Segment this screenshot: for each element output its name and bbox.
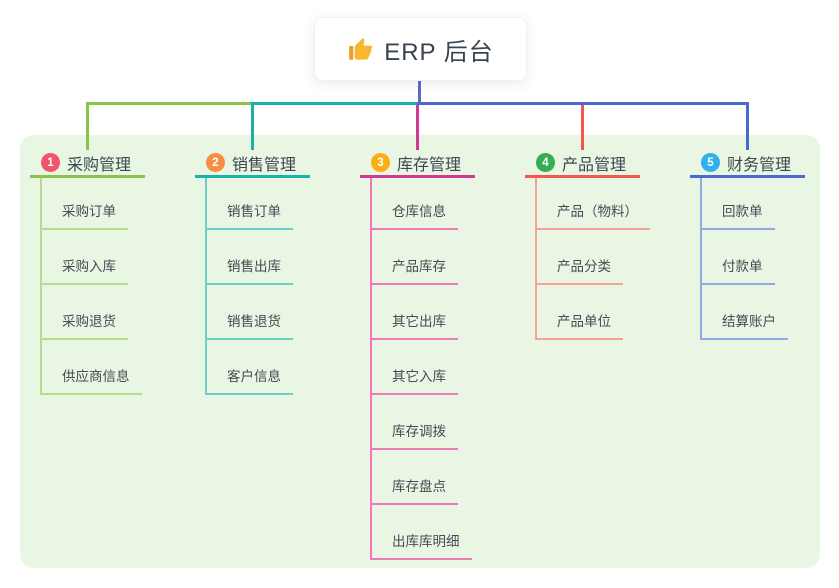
branch-node[interactable]: 4 产品管理 [525,150,640,178]
branch-number-badge: 4 [536,153,555,172]
child-node[interactable]: 供应商信息 [42,365,142,395]
child-node[interactable]: 其它入库 [372,365,458,395]
child-node[interactable]: 采购退货 [42,310,128,340]
child-row: 其它入库 [372,340,472,395]
child-row: 库存调拨 [372,395,472,450]
child-node[interactable]: 库存盘点 [372,475,458,505]
branch-number-badge: 5 [701,153,720,172]
child-node[interactable]: 出库库明细 [372,530,472,560]
child-node[interactable]: 产品（物料） [537,200,650,230]
child-row: 库存盘点 [372,450,472,505]
child-row: 出库库明细 [372,505,472,560]
child-row: 产品库存 [372,230,472,285]
child-node[interactable]: 产品库存 [372,255,458,285]
branch-children: 产品（物料） 产品分类 产品单位 [535,178,650,340]
child-row: 其它出库 [372,285,472,340]
child-row: 销售订单 [207,178,293,230]
branch-label: 采购管理 [67,156,132,174]
branch-node[interactable]: 2 销售管理 [195,150,310,178]
branch-finance: 5 财务管理 回款单 付款单 结算账户 [690,150,805,340]
child-node[interactable]: 库存调拨 [372,420,458,450]
child-row: 付款单 [702,230,788,285]
child-row: 供应商信息 [42,340,142,395]
child-row: 产品分类 [537,230,650,285]
branch-inventory: 3 库存管理 仓库信息 产品库存 其它出库 其它入库 库存调拨 库存盘点 出库库… [360,150,475,560]
branch-product: 4 产品管理 产品（物料） 产品分类 产品单位 [525,150,650,340]
child-node[interactable]: 销售订单 [207,200,293,230]
branch-node[interactable]: 3 库存管理 [360,150,475,178]
branch-children: 回款单 付款单 结算账户 [700,178,788,340]
child-node[interactable]: 销售出库 [207,255,293,285]
branch-number-badge: 1 [41,153,60,172]
branch-label: 库存管理 [397,156,462,174]
branch-label: 财务管理 [727,156,792,174]
child-node[interactable]: 采购入库 [42,255,128,285]
child-node[interactable]: 结算账户 [702,310,788,340]
branches-panel [20,135,820,568]
branch-children: 采购订单 采购入库 采购退货 供应商信息 [40,178,142,395]
child-row: 销售退货 [207,285,293,340]
root-title: ERP 后台 [384,38,494,66]
branch-children: 销售订单 销售出库 销售退货 客户信息 [205,178,293,395]
child-row: 销售出库 [207,230,293,285]
branch-children: 仓库信息 产品库存 其它出库 其它入库 库存调拨 库存盘点 出库库明细 [370,178,472,560]
branch-sales: 2 销售管理 销售订单 销售出库 销售退货 客户信息 [195,150,310,395]
child-node[interactable]: 销售退货 [207,310,293,340]
child-row: 采购退货 [42,285,142,340]
branch-node[interactable]: 5 财务管理 [690,150,805,178]
child-node[interactable]: 客户信息 [207,365,293,395]
child-row: 采购入库 [42,230,142,285]
branch-number-badge: 2 [206,153,225,172]
child-node[interactable]: 采购订单 [42,200,128,230]
child-row: 产品（物料） [537,178,650,230]
child-node[interactable]: 其它出库 [372,310,458,340]
branch-purchase: 1 采购管理 采购订单 采购入库 采购退货 供应商信息 [30,150,145,395]
child-node[interactable]: 回款单 [702,200,775,230]
child-row: 客户信息 [207,340,293,395]
child-row: 产品单位 [537,285,650,340]
child-row: 回款单 [702,178,788,230]
branch-label: 销售管理 [232,156,297,174]
branch-number-badge: 3 [371,153,390,172]
branch-node[interactable]: 1 采购管理 [30,150,145,178]
child-row: 仓库信息 [372,178,472,230]
child-node[interactable]: 产品单位 [537,310,623,340]
child-node[interactable]: 仓库信息 [372,200,458,230]
child-node[interactable]: 付款单 [702,255,775,285]
branch-label: 产品管理 [562,156,627,174]
root-node[interactable]: ERP 后台 [314,17,527,81]
child-row: 采购订单 [42,178,142,230]
thumbs-up-icon [347,36,374,63]
child-row: 结算账户 [702,285,788,340]
child-node[interactable]: 产品分类 [537,255,623,285]
